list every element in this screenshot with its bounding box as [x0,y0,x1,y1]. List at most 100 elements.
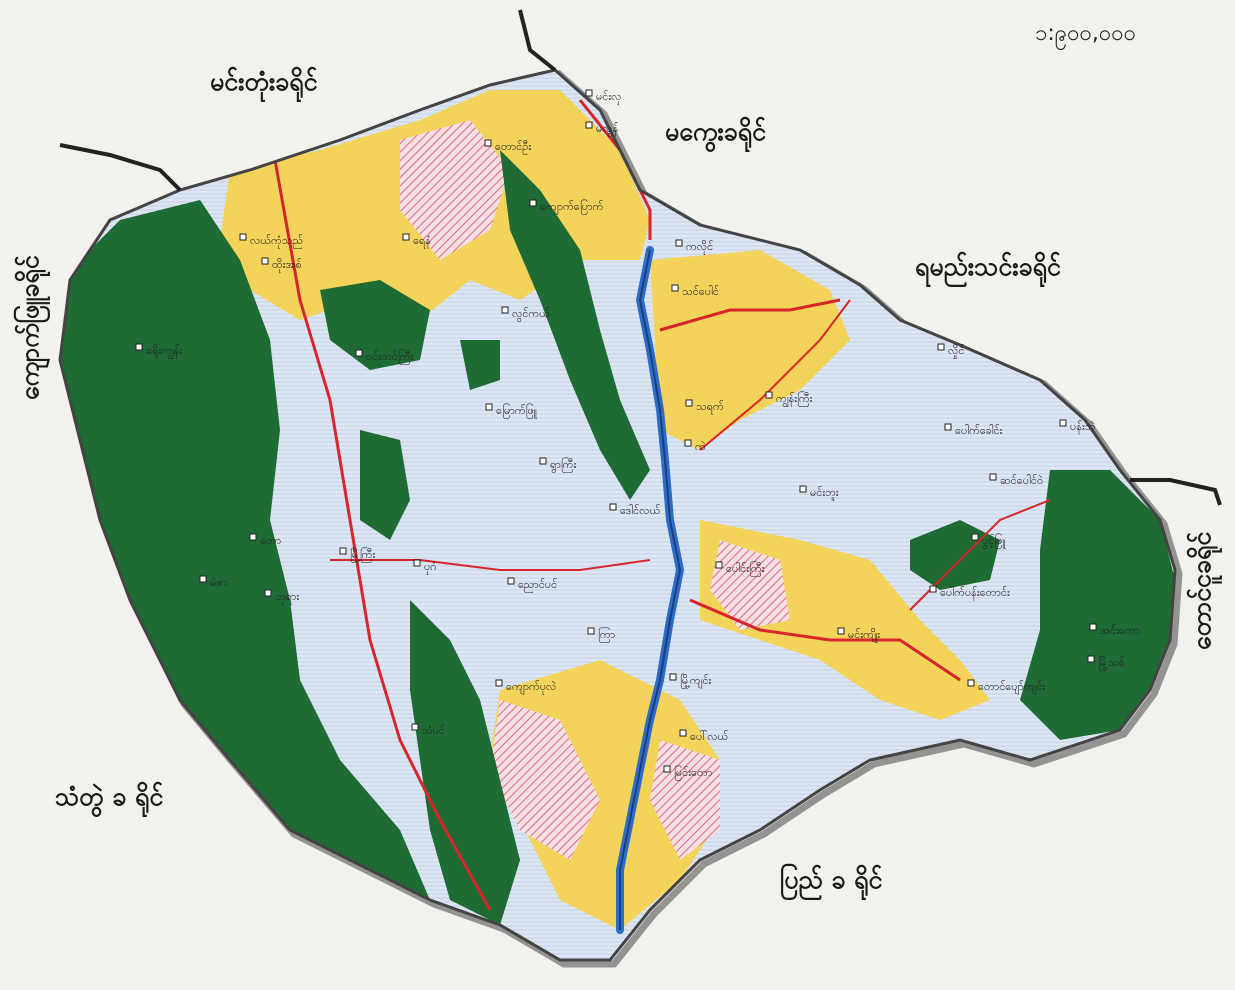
town-marker[interactable]: မြောက်ဖြူ [485,403,538,419]
river-main-dark [619,249,682,930]
town-marker[interactable]: ဘုရား [264,589,299,605]
town-marker[interactable]: မဲဇာ [199,575,227,589]
town-label: လယ်ကုံသည် [250,234,303,249]
town-label: ပုဂံ [424,560,437,575]
town-label: ပွင့်ဖြူ [982,533,1007,549]
town-marker[interactable]: ပေါ်လယ် [679,729,729,743]
town-marker[interactable]: မြို့ကြီး [339,547,375,563]
town-marker[interactable]: တောင်ဦး [484,139,531,155]
town-marker[interactable]: မင်းလှ [585,89,622,105]
town-marker[interactable]: မလွန် [585,121,618,137]
town-label: မလွန် [596,122,618,137]
region-label-south: ပြည် ခ ရိုင် [780,864,882,900]
town-label: ဝင်းတင်ကြီး [366,349,413,365]
town-label: ပေါက်ခေါင်း [955,424,1003,437]
town-marker[interactable]: ကျောက်ပြောက် [529,199,604,215]
town-marker[interactable]: ဒေါင်လယ် [609,503,661,517]
road-southeast [689,598,961,682]
region-label-south-west: သံတွဲ ခ ရိုင် [55,782,163,817]
district-boundary [58,68,1177,962]
external-boundary-e [1130,478,1222,506]
town-label: ကလိုင် [686,240,713,255]
forest-east [1020,470,1175,740]
town-marker[interactable]: ကြာ [587,627,615,643]
forest-patch-1 [320,280,430,370]
pink-zone-center [710,540,790,630]
town-label: ထိုးအစ် [272,258,302,273]
town-marker[interactable]: ပေါက်ခေါင်း [944,423,1003,437]
town-label: အင်းတော [1100,624,1140,637]
town-marker[interactable]: ရေနံ [402,233,431,249]
town-marker[interactable]: ကလိုင် [675,239,713,255]
town-marker[interactable]: ပွင့်ဖြူ [971,533,1007,549]
town-label: သင်ပေါင် [682,285,719,298]
road-northeast-diag [699,299,851,451]
town-marker[interactable]: ကျွန်းကြီး [765,391,813,408]
town-label: ရေနံ [413,234,431,249]
town-marker[interactable]: ကျောက်ပုလဲ [495,679,556,695]
town-marker[interactable]: တော [249,533,281,547]
region-label-west: ကျောက်ဖြူခရိုင် [14,255,50,400]
town-label: ဒေါင်လယ် [620,504,661,517]
town-label: လွင်ကယ် [512,307,550,322]
town-marker[interactable]: တောင်ပျော်ကျင်း [967,679,1045,695]
town-label: တောင်ပျော်ကျင်း [978,680,1045,695]
town-label: ပန်းဘဲ [1070,420,1096,435]
road-central-east [659,298,841,332]
region-label-far-east: တောင်ငူခရိုင် [1187,532,1222,650]
town-marker[interactable]: ထိုးအစ် [261,257,302,273]
town-marker[interactable]: ပုဂံ [413,559,437,575]
town-marker[interactable]: ဝင်းတင်ကြီး [355,349,413,365]
town-marker[interactable]: လွင်ကယ် [501,306,550,322]
external-boundary-n [518,9,557,72]
road-east [909,499,1051,611]
town-marker[interactable]: မြင်းတော [663,765,712,781]
town-label: ဘုရား [275,590,299,605]
town-label: မဲဇာ [210,576,227,589]
town-label: မင်းဘူး [810,486,839,501]
town-label: မြောက်ဖြူ [496,403,538,419]
town-marker[interactable]: သရက် [685,399,724,415]
town-label: ပေါ်လယ် [690,730,729,743]
town-marker[interactable]: ဆင်ပေါင်ဝဲ [989,473,1043,487]
town-marker[interactable]: ပေါက်ပန်းတောင်း [929,585,1010,601]
region-label-east: ရမည်းသင်းခရိုင် [915,252,1061,287]
town-label: ပေါက်ပန်းတောင်း [940,586,1010,601]
region-label-north-west: မင်းတုံးခရိုင် [210,67,318,102]
region-label-north-east: မကွေးခရိုင် [665,117,766,152]
external-boundary-nw [59,143,182,192]
road-cross-west [330,559,651,571]
town-marker[interactable]: လယ်ကုံသည် [239,233,303,249]
forest-ridge-2 [360,430,410,540]
town-marker[interactable]: ပေါင်းကြီး [715,561,765,577]
town-marker[interactable]: ရွာကြီး [539,457,576,473]
town-marker[interactable]: မြို့သစ် [1087,655,1125,671]
yellow-zone-center [650,250,850,450]
town-label: ပေါင်းကြီး [726,561,765,577]
town-marker[interactable]: မြို့ကျင်း [669,673,711,689]
town-marker[interactable]: ခရိုးကျွန်း [135,343,182,360]
town-label: ကျောက်ပုလဲ [506,680,556,695]
pink-zone-north [400,120,510,260]
town-marker[interactable]: လှိုင် [937,343,964,359]
town-marker[interactable]: သင်ပေါင် [671,284,719,298]
town-label: ကျွန်းကြီး [776,391,813,408]
town-marker[interactable]: မင်းဘူး [799,485,839,501]
town-label: မြင်းတော [674,765,712,781]
town-marker[interactable]: ပန်းဘဲ [1059,419,1096,435]
town-label: သရက် [696,400,724,415]
forest-patch-3 [460,340,500,390]
town-marker[interactable]: အင်းတော [1089,623,1140,637]
town-label: မင်းလှ [596,90,622,105]
town-marker[interactable]: သံပင် [411,723,445,737]
town-label: မြို့ကြီး [350,547,375,563]
town-label: သံပင် [422,724,445,737]
town-marker[interactable]: ညောင်ပင် [507,577,557,593]
town-label: မင်းကျိုး [848,628,880,643]
pink-zone-south [490,700,600,860]
town-label: ခရိုးကျွန်း [146,344,182,360]
town-marker[interactable]: ကဲ [684,439,706,453]
forest-ridge-1 [500,150,650,500]
town-marker[interactable]: မင်းကျိုး [837,627,880,643]
